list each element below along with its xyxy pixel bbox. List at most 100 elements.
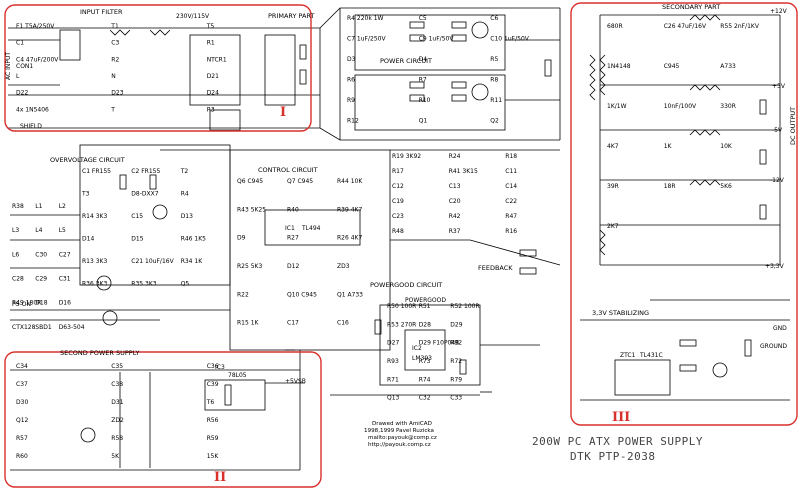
overvoltage-circuit-label: OVERVOLTAGE CIRCUIT bbox=[50, 156, 125, 164]
component-designator: C5 bbox=[419, 15, 427, 22]
credit-line-1: Drawed with AmiCAD bbox=[372, 421, 432, 427]
component-designator: R57 bbox=[16, 435, 28, 442]
component-designator: R55 2nF/1KV bbox=[720, 23, 760, 30]
component-designator: 1N4148 bbox=[607, 63, 631, 70]
secondary-part-label: SECONDARY PART bbox=[662, 3, 720, 11]
component-designator: D4 bbox=[419, 56, 428, 63]
component-designator: C6 bbox=[490, 15, 498, 22]
output-minus12v: -12V bbox=[770, 177, 785, 184]
component-designator: C4 47uF/200V bbox=[16, 56, 59, 63]
component-designator: D14 bbox=[82, 236, 94, 243]
component-designator: L4 bbox=[35, 227, 42, 234]
component-designator: R6 bbox=[347, 77, 355, 84]
component-designator: 4x 1N5406 bbox=[16, 106, 49, 113]
component-designator: R74 bbox=[419, 376, 431, 383]
plus5vsb-label: +5VSB bbox=[285, 378, 306, 385]
component-designator: N bbox=[111, 73, 116, 80]
component-designator: R41 3K15 bbox=[449, 168, 478, 175]
component-designator: D23 bbox=[111, 90, 123, 97]
component-designator: D18 bbox=[35, 300, 47, 307]
component-designator: R58 bbox=[111, 435, 123, 442]
component-designator: C23 bbox=[392, 213, 404, 220]
component-designator: R39 4K7 bbox=[337, 206, 362, 213]
component-designator: Q5 bbox=[181, 281, 190, 288]
component-designator: D24 bbox=[207, 90, 219, 97]
control-circuit-label: CONTROL CIRCUIT bbox=[258, 166, 318, 174]
component-designator: C21 10uF/16V bbox=[131, 258, 174, 265]
component-designator: C15 bbox=[131, 213, 143, 220]
component-designator: R71 bbox=[387, 376, 399, 383]
ztc1-ref: ZTC1 bbox=[620, 352, 636, 359]
component-designator: C36 bbox=[207, 363, 219, 370]
component-designator: R51 bbox=[419, 303, 431, 310]
con1-label: CON1 bbox=[16, 63, 33, 70]
component-designator: L2 bbox=[59, 203, 66, 210]
credit-line-3: mailto:payouk@comp.cz bbox=[368, 435, 437, 441]
component-designator: C945 bbox=[664, 63, 680, 70]
component-designator: R12 bbox=[347, 118, 359, 125]
component-designator: R17 bbox=[392, 168, 404, 175]
component-designator: L5 bbox=[59, 227, 66, 234]
component-designator: Q10 C945 bbox=[287, 291, 317, 298]
region-mark-2: II bbox=[214, 470, 226, 485]
component-designator: D13 bbox=[181, 213, 193, 220]
powergood-circuit-label: POWERGOOD CIRCUIT bbox=[370, 281, 442, 289]
component-designator: C12 bbox=[392, 183, 404, 190]
component-designator: C19 bbox=[392, 198, 404, 205]
component-designator: C2 FR155 bbox=[131, 168, 160, 175]
component-designator: R43 5K25 bbox=[237, 206, 266, 213]
shield-label: SHIELD bbox=[20, 123, 42, 130]
ic3-name: 78L05 bbox=[228, 372, 247, 379]
region-mark-3: III bbox=[612, 410, 630, 425]
component-designator: L bbox=[16, 73, 20, 80]
region-secondary-part bbox=[570, 2, 798, 426]
component-designator: R5 bbox=[490, 56, 498, 63]
component-designator: D63-504 bbox=[59, 324, 85, 331]
title-line-1: 200W PC ATX POWER SUPPLY bbox=[532, 435, 703, 448]
components bbox=[80, 21, 767, 443]
highlight-regions bbox=[4, 2, 798, 488]
component-designator: D15 bbox=[131, 236, 143, 243]
region-mark-1: I bbox=[280, 105, 286, 120]
component-designator: F1 T5A/250V bbox=[16, 23, 55, 30]
input-filter-label: INPUT FILTER bbox=[80, 8, 123, 16]
component-designator: C1 FR155 bbox=[82, 168, 111, 175]
ztc1-name: TL431C bbox=[639, 352, 663, 359]
wiring bbox=[8, 7, 790, 471]
component-designator: R53 270R bbox=[387, 321, 416, 328]
component-designator: R16 bbox=[505, 228, 517, 235]
component-designator: ZD3 bbox=[337, 263, 350, 270]
component-designator: D21 bbox=[207, 73, 219, 80]
component-designator: R25 5K3 bbox=[237, 263, 262, 270]
component-designator: C27 bbox=[59, 251, 71, 258]
component-designator: Q1 A733 bbox=[337, 291, 363, 298]
component-designator: C14 bbox=[505, 183, 517, 190]
component-designator: R24 bbox=[449, 153, 461, 160]
output-minus5v: -5V bbox=[772, 127, 783, 134]
component-designator: T3 bbox=[81, 191, 90, 198]
component-designator: NTCR1 bbox=[207, 56, 227, 63]
component-designator: T2 bbox=[180, 168, 189, 175]
region-marks: I II III bbox=[214, 105, 630, 485]
component-designator: R34 1K bbox=[181, 258, 204, 265]
credits: Drawed with AmiCAD 1998,1999 Pavel Ruzic… bbox=[364, 421, 437, 448]
component-designator: C10 1uF/50V bbox=[490, 36, 529, 43]
ic1-ref: IC1 bbox=[285, 225, 295, 232]
component-designator: C33 bbox=[450, 395, 462, 402]
component-designator: L6 bbox=[12, 251, 19, 258]
primary-part-label: PRIMARY PART bbox=[268, 12, 315, 20]
component-designator: R15 1K bbox=[237, 320, 260, 327]
component-designator: T5 bbox=[206, 23, 215, 30]
component-designator: R18 bbox=[505, 153, 517, 160]
component-designator: C31 bbox=[59, 276, 71, 283]
component-designator: R47 bbox=[505, 213, 517, 220]
component-designator: 10nF/100V bbox=[664, 103, 697, 110]
region-second-power-supply bbox=[4, 351, 322, 488]
component-designator: Q13 bbox=[387, 395, 400, 402]
component-designator: R14 3K3 bbox=[82, 213, 107, 220]
component-designator: R44 10K bbox=[337, 178, 363, 185]
component-designator: 4K7 bbox=[607, 143, 619, 150]
component-designator: SBD1 bbox=[35, 324, 52, 331]
component-designator: 5K6 bbox=[720, 183, 732, 190]
component-designator: C13 bbox=[449, 183, 461, 190]
